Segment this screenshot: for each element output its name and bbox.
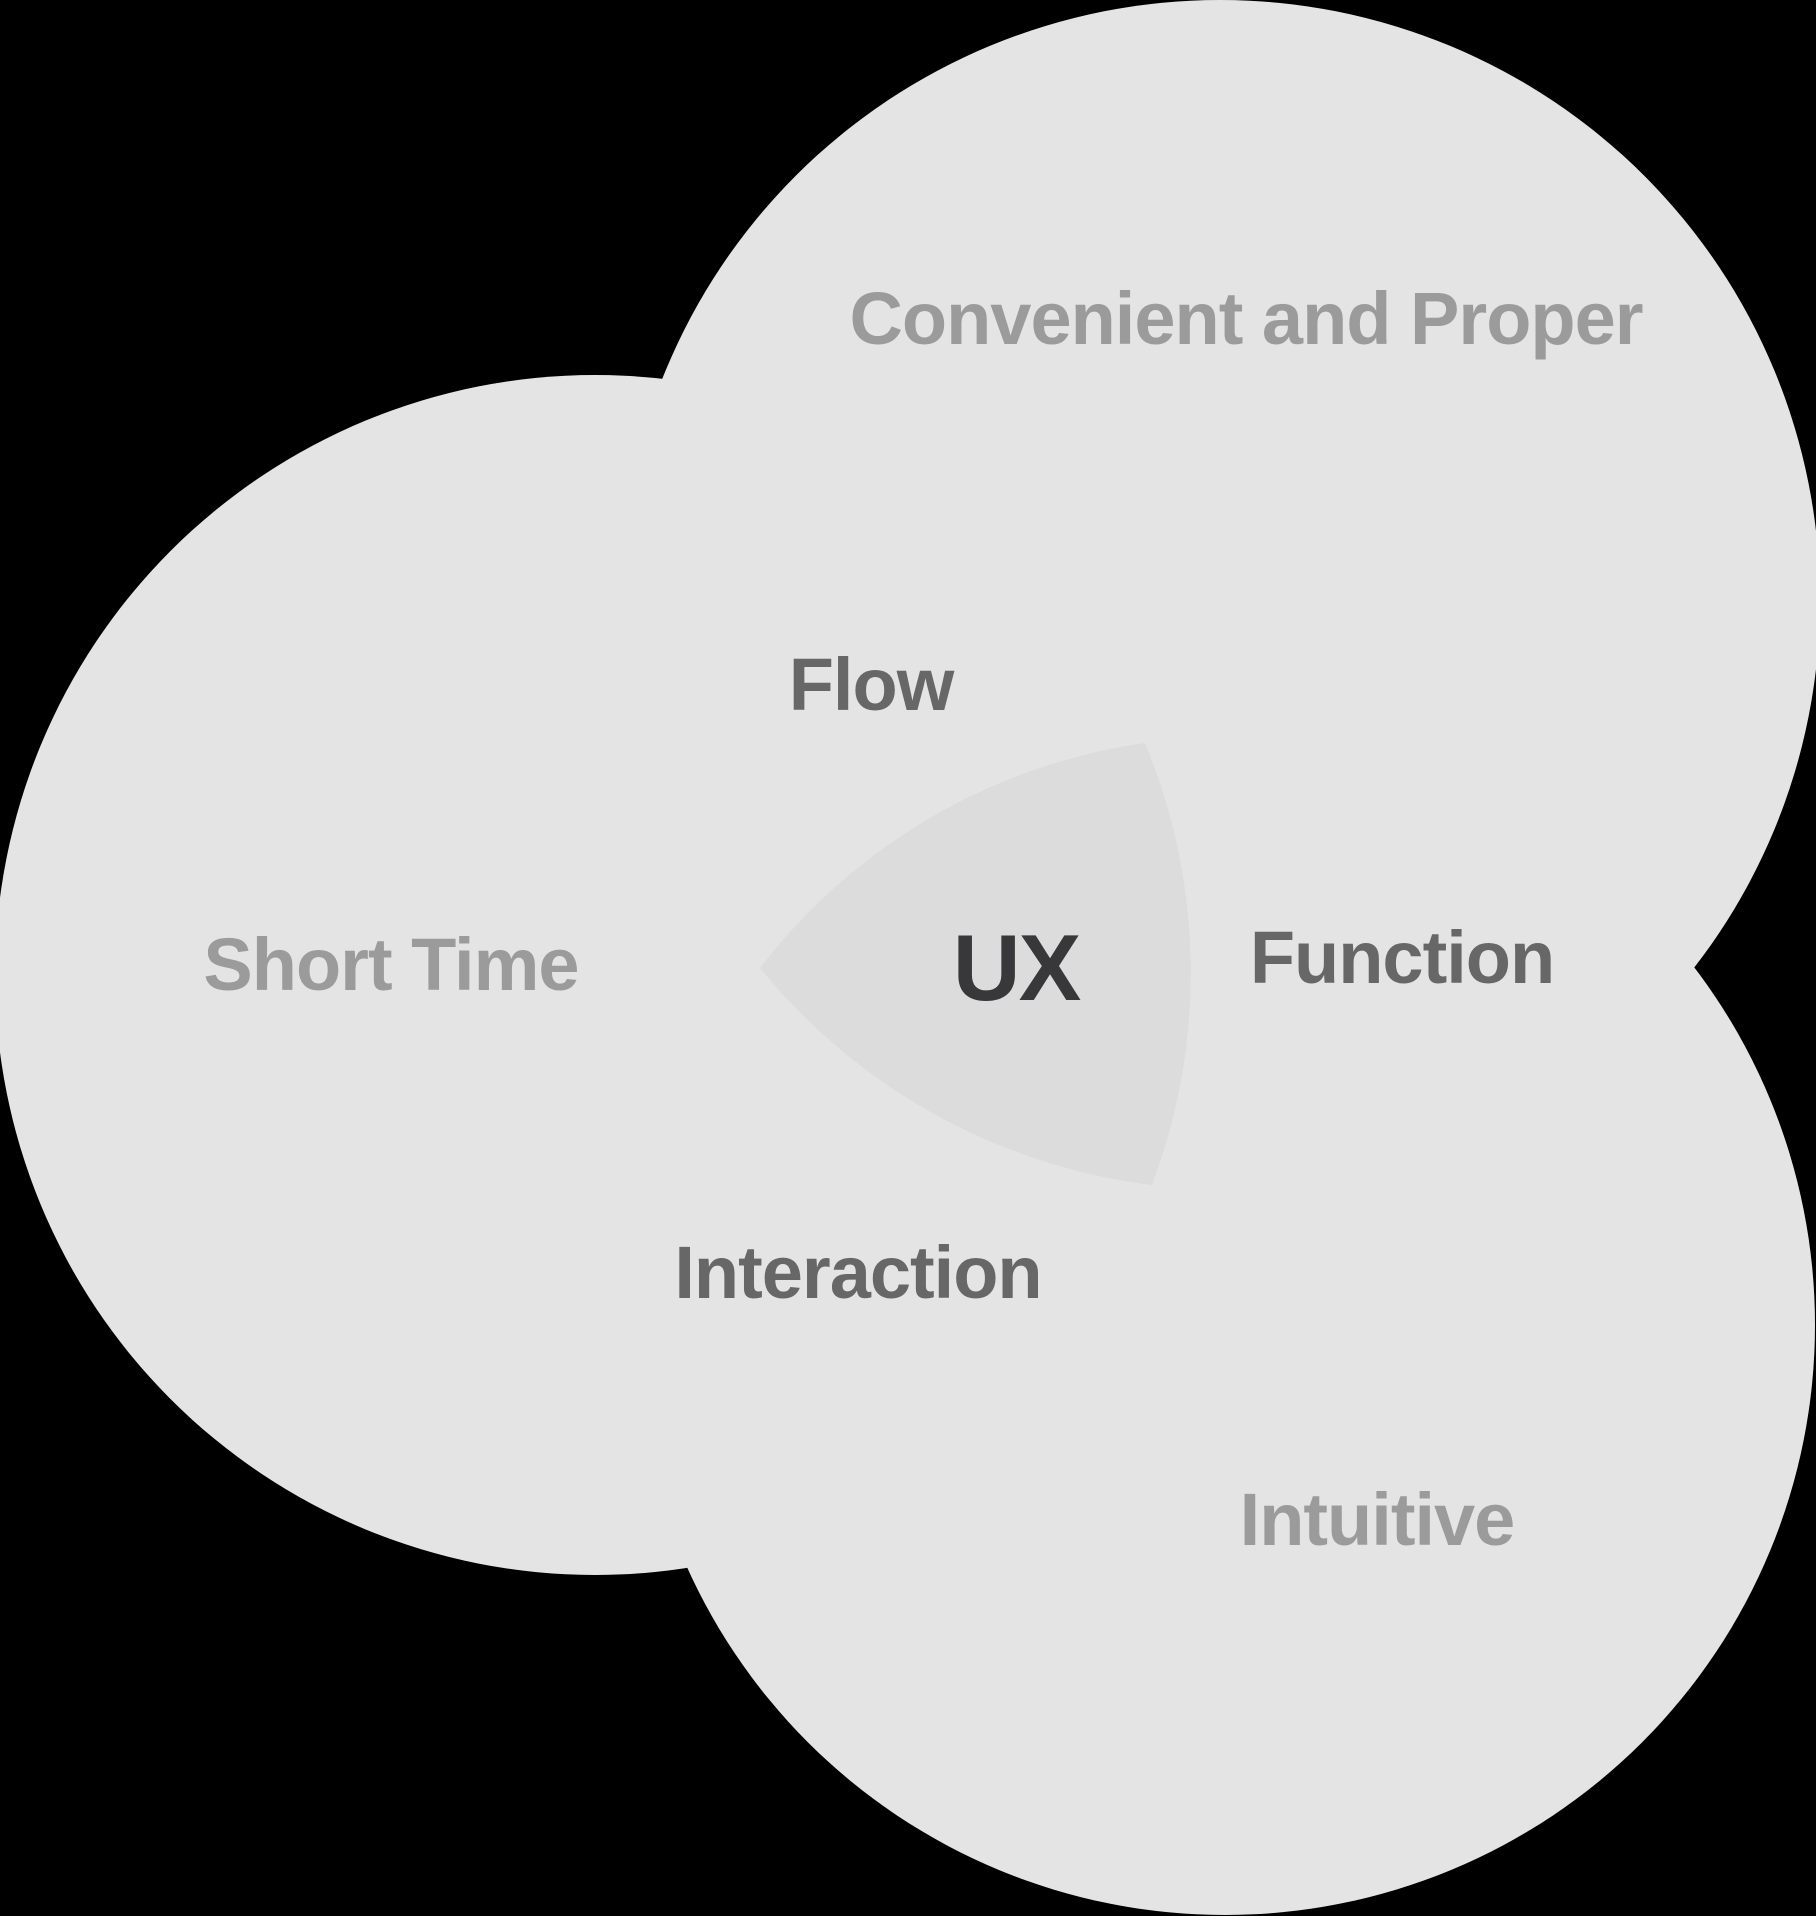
label-convenient-and-proper: Convenient and Proper bbox=[849, 277, 1642, 360]
center-intersection-shape bbox=[760, 743, 1191, 1185]
label-short-time: Short Time bbox=[203, 923, 578, 1006]
label-intuitive: Intuitive bbox=[1240, 1478, 1515, 1561]
label-flow: Flow bbox=[789, 643, 955, 726]
label-ux: UX bbox=[953, 915, 1081, 1020]
label-function: Function bbox=[1250, 916, 1554, 999]
label-interaction: Interaction bbox=[674, 1231, 1041, 1314]
